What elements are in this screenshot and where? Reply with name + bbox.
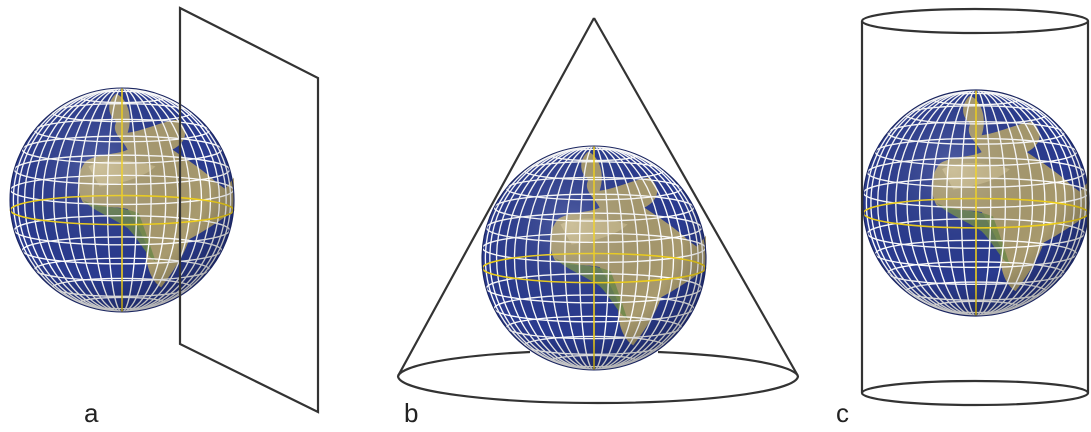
globe-icon (10, 88, 234, 312)
panel-label-b: b (404, 398, 418, 428)
globe-icon (863, 90, 1089, 316)
panel-label-a: a (84, 398, 99, 428)
globe-icon (482, 146, 706, 370)
panel-c: c (836, 9, 1089, 428)
panel-a: a (10, 8, 318, 428)
panel-label-c: c (836, 398, 849, 428)
panel-b: b (398, 18, 798, 428)
